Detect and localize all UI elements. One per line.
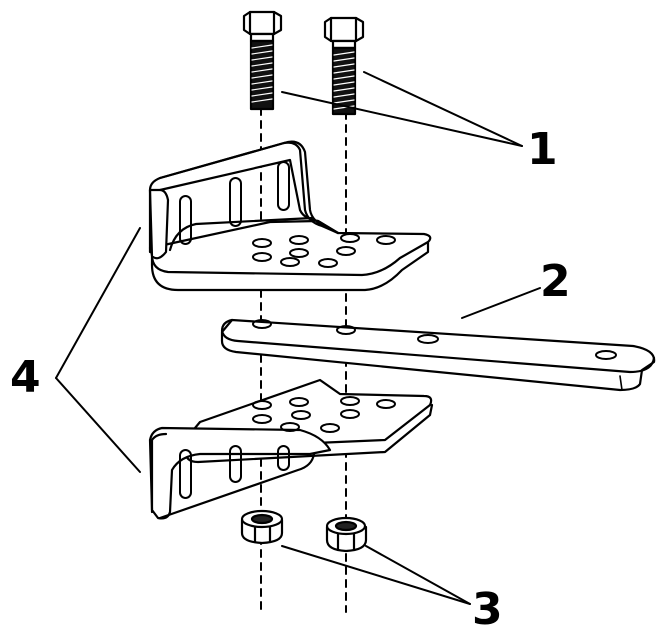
leader-1a (281, 91, 523, 147)
link-bar-holes (252, 319, 617, 360)
bracket-bottom-holes (252, 396, 396, 433)
nut-right (325, 516, 368, 553)
leader-3b (365, 545, 471, 605)
nut-left (240, 509, 284, 545)
leader-1b (363, 71, 523, 147)
bolt-right (323, 16, 365, 116)
callout-4: 4 (10, 352, 41, 403)
leader-3a (281, 545, 471, 605)
link-bar (220, 318, 656, 392)
bracket-top-holes (252, 233, 396, 268)
leader-2 (461, 287, 541, 319)
bracket-bottom-slots (179, 445, 290, 499)
leader-4a (55, 227, 141, 379)
bracket-bottom (148, 378, 434, 520)
bolt-left (242, 10, 283, 111)
callout-3: 3 (472, 584, 503, 635)
callout-1: 1 (527, 124, 558, 175)
callout-2: 2 (540, 256, 571, 307)
leader-4b (55, 377, 141, 473)
bracket-top-slots (179, 161, 290, 245)
leader-lines (55, 71, 541, 605)
bracket-top (148, 140, 432, 292)
